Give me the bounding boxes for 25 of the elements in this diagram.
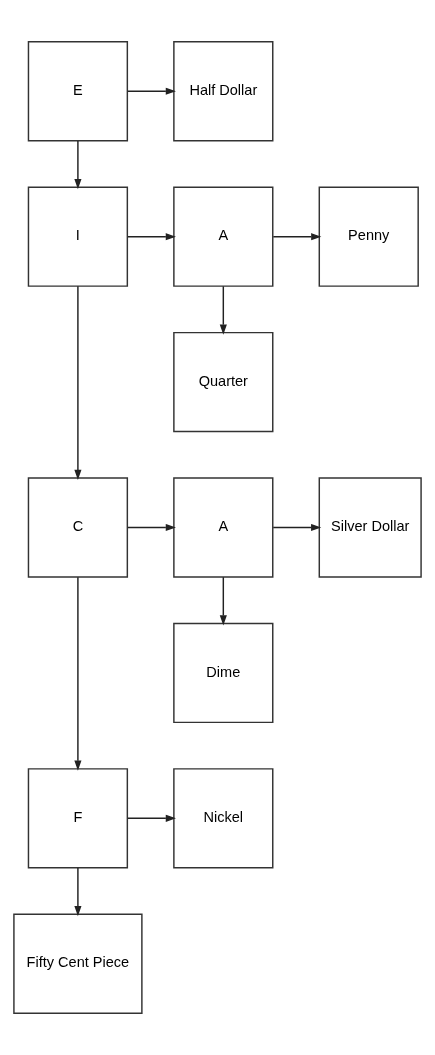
arrow xyxy=(74,140,82,190)
arrow xyxy=(74,285,82,480)
arrow xyxy=(272,233,322,241)
arrow xyxy=(74,576,82,771)
arrow xyxy=(272,523,322,532)
node-box: C xyxy=(27,477,129,578)
node-box: F xyxy=(27,768,129,869)
node-box: Penny xyxy=(318,186,419,287)
arrow xyxy=(74,867,82,917)
arrow xyxy=(127,87,176,95)
arrow xyxy=(127,814,176,822)
node-box: I xyxy=(27,186,129,287)
node-box: Half Dollar xyxy=(173,41,274,142)
node-box: A xyxy=(173,186,274,287)
node-box: Silver Dollar xyxy=(318,477,422,578)
node-box: Dime xyxy=(173,622,274,724)
arrow xyxy=(127,233,176,241)
node-box: Quarter xyxy=(173,331,274,433)
arrow xyxy=(219,285,227,335)
node-box: A xyxy=(173,477,274,578)
arrow xyxy=(219,576,227,626)
node-box: Nickel xyxy=(173,768,274,869)
node-box: E xyxy=(27,41,129,142)
arrow xyxy=(127,523,176,532)
node-box: Fifty Cent Piece xyxy=(13,913,143,1014)
